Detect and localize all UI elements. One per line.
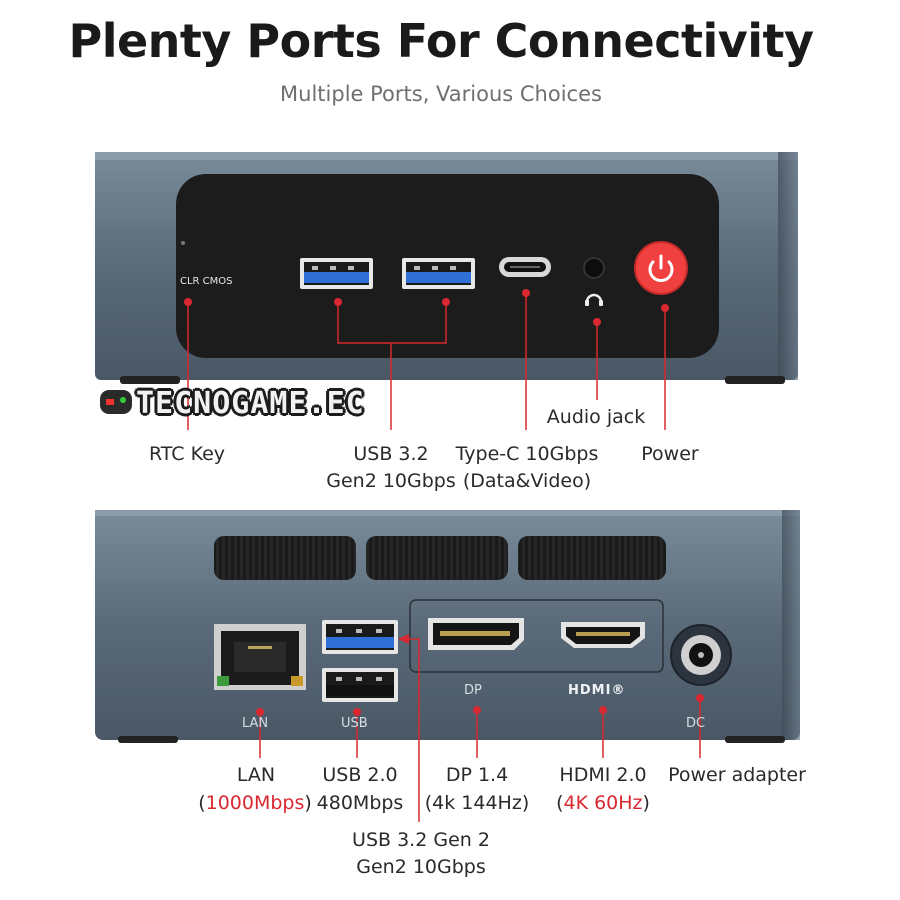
lan-speed-value: 1000Mbps bbox=[205, 792, 305, 814]
dp-device-label: DP bbox=[464, 683, 482, 698]
dc-device-label: DC bbox=[686, 716, 706, 731]
watermark: TECNOGAME.EC bbox=[100, 386, 365, 421]
usb32-port-icon bbox=[322, 620, 398, 654]
clr-cmos-label: CLR CMOS bbox=[180, 276, 233, 287]
front-callouts bbox=[187, 293, 666, 430]
vent-icon bbox=[366, 536, 508, 580]
label-typec-line2: (Data&Video) bbox=[462, 470, 592, 492]
typec-port-icon bbox=[499, 257, 551, 277]
hdmi-port-icon bbox=[561, 622, 645, 648]
usb-device-label: USB bbox=[341, 716, 368, 731]
label-dp-line2: (4k 144Hz) bbox=[424, 792, 530, 814]
label-typec-line1: Type-C 10Gbps bbox=[455, 443, 599, 465]
vent-icon bbox=[214, 536, 356, 580]
label-power-adapter: Power adapter bbox=[668, 764, 806, 786]
hdmi-speed-value: 4K 60Hz bbox=[563, 792, 643, 814]
usb20-port-icon bbox=[322, 668, 398, 702]
label-usb32-line1: USB 3.2 bbox=[353, 443, 429, 465]
audio-jack-icon bbox=[583, 257, 605, 279]
power-button-icon bbox=[634, 241, 688, 295]
label-usb32gen2-line1: USB 3.2 Gen 2 bbox=[352, 829, 490, 851]
rear-device bbox=[95, 510, 800, 743]
label-lan-line2: (1000Mbps) bbox=[198, 792, 312, 814]
label-power: Power bbox=[641, 443, 699, 465]
label-usb32-line2: Gen2 10Gbps bbox=[326, 470, 456, 492]
label-usb20-line2: 480Mbps bbox=[316, 792, 404, 814]
gamepad-icon bbox=[100, 389, 132, 414]
label-lan-line1: LAN bbox=[236, 764, 276, 786]
vent-icon bbox=[518, 536, 666, 580]
front-device bbox=[95, 152, 798, 384]
label-usb20-line1: USB 2.0 bbox=[322, 764, 398, 786]
label-audio-jack: Audio jack bbox=[546, 406, 646, 428]
rear-callouts bbox=[259, 638, 701, 822]
rear-callout-dots bbox=[256, 694, 704, 716]
usb32-port-icon bbox=[300, 258, 373, 289]
displayport-icon bbox=[428, 618, 524, 650]
usb32-port-icon bbox=[402, 258, 475, 289]
label-hdmi-line1: HDMI 2.0 bbox=[559, 764, 647, 786]
label-hdmi-line2: (4K 60Hz) bbox=[556, 792, 650, 814]
front-callout-dots bbox=[184, 289, 669, 326]
lan-device-label: LAN bbox=[242, 716, 269, 731]
headphone-icon bbox=[585, 293, 603, 303]
hdmi-device-label: HDMI® bbox=[568, 683, 626, 698]
label-dp-line1: DP 1.4 bbox=[445, 764, 509, 786]
page-subtitle: Multiple Ports, Various Choices bbox=[280, 82, 602, 106]
dc-jack-icon bbox=[670, 624, 732, 686]
label-rtc-key: RTC Key bbox=[148, 443, 226, 465]
label-usb32gen2-line2: Gen2 10Gbps bbox=[356, 856, 486, 878]
page-title: Plenty Ports For Connectivity bbox=[68, 14, 814, 68]
lan-port-icon bbox=[214, 624, 306, 690]
